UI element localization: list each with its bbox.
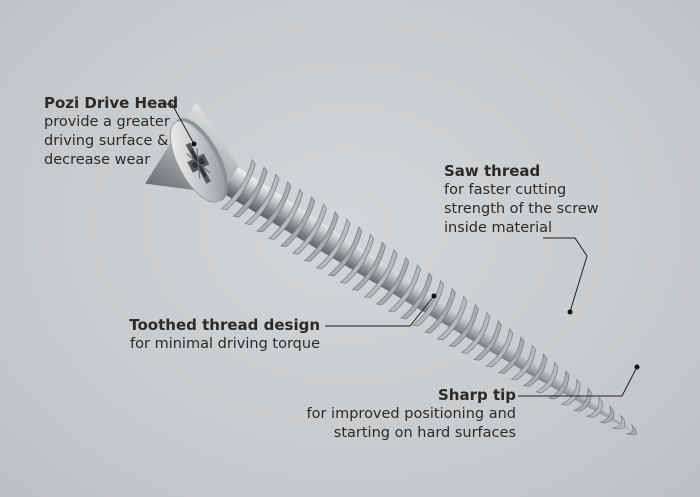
thread-crest [424, 287, 456, 334]
thread-crest [625, 424, 637, 436]
thread-crest [315, 218, 351, 270]
leader-toothed [325, 295, 435, 327]
thread-crest [560, 378, 581, 406]
thread-crest [612, 415, 626, 430]
thread-crest [339, 233, 374, 284]
callout-toothed-title: Toothed thread design [129, 316, 320, 334]
thread-crest [327, 226, 363, 277]
thread-crest [461, 311, 491, 354]
thread-crest [599, 406, 614, 424]
thread-crest [448, 303, 479, 348]
thread-crest [268, 188, 304, 240]
thread-crest [387, 264, 421, 313]
callout-saw: Saw thread for faster cutting strength o… [444, 162, 599, 238]
dot-saw [567, 309, 573, 315]
leader-head [160, 103, 195, 145]
callout-head: Pozi Drive Head provide a greater drivin… [44, 94, 178, 170]
thread-crest [485, 328, 514, 368]
leader-tip [518, 366, 638, 397]
callout-toothed-description: for minimal driving torque [130, 336, 320, 352]
thread-crest [375, 256, 410, 306]
thread-crest [256, 181, 292, 233]
dot-head [191, 141, 197, 147]
callout-toothed: Toothed thread design for minimal drivin… [129, 316, 320, 354]
dot-toothed [431, 293, 437, 299]
callout-tip-description: for improved positioning and starting on… [306, 406, 516, 441]
thread-crest [436, 295, 468, 341]
leader-saw [543, 237, 588, 313]
thread-crest [522, 353, 547, 387]
thread-crest [573, 387, 592, 412]
dot-tip [634, 364, 640, 370]
thread-crest [280, 196, 315, 248]
callout-tip: Sharp tip for improved positioning and s… [307, 386, 516, 443]
thread-crest [535, 361, 559, 394]
callout-saw-description: for faster cutting strength of the screw… [444, 182, 599, 236]
leader-dots [191, 141, 640, 370]
thread-crest [547, 370, 570, 400]
thread-crest [585, 396, 603, 418]
callout-head-description: provide a greater driving surface & decr… [44, 114, 170, 168]
thread-crest [244, 173, 280, 225]
thread-crest [351, 241, 386, 291]
thread-crest [292, 203, 327, 255]
thread-crest [363, 249, 398, 299]
thread-crest [232, 166, 268, 218]
thread-crest [510, 344, 536, 381]
pozi-recess-icon [185, 142, 211, 184]
thread-crest [498, 336, 525, 374]
thread-crest [400, 272, 433, 320]
thread-crest [473, 319, 502, 361]
callout-saw-title: Saw thread [444, 162, 541, 180]
callout-tip-title: Sharp tip [437, 386, 516, 404]
screw-head [169, 118, 228, 203]
leader-lines [160, 103, 638, 397]
callout-head-title: Pozi Drive Head [44, 94, 179, 112]
thread-crest [303, 211, 339, 262]
thread-crest [220, 158, 256, 211]
